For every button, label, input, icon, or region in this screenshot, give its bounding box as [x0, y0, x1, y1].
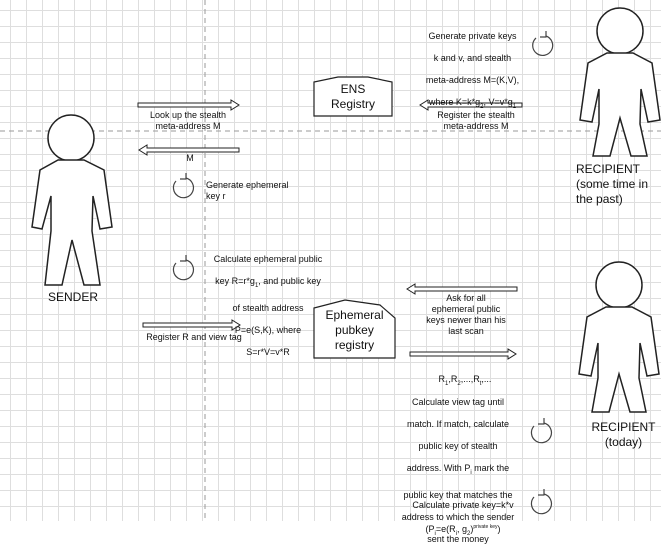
m-arrow-left-icon	[138, 144, 240, 156]
calc-ephemeral-label: Calculate ephemeral public key R=r*g1, a…	[213, 254, 323, 357]
recipient-past-figure-icon	[579, 7, 661, 157]
calc-private-key-label: Calculate private key=k*v (Pi=e(Ri, g2)p…	[412, 500, 514, 537]
cycle-arrow-generate-keys-icon	[532, 31, 554, 57]
lookup-arrow-right-icon	[137, 99, 240, 111]
m-label: M	[186, 153, 194, 163]
generate-keys-label: Generate private keys k and v, and steal…	[425, 31, 520, 110]
r-list-arrow-right-icon	[409, 348, 517, 360]
ask-keys-label: Ask for all ephemeral public keys newer …	[426, 293, 506, 336]
register-meta-arrow-left-icon	[419, 99, 523, 111]
recipient-today-figure-icon	[578, 261, 660, 413]
recipient-past-label: RECIPIENT (some time in the past)	[576, 162, 649, 206]
lookup-label: Look up the stealth meta-address M	[149, 110, 227, 131]
cycle-arrow-calc-ephemeral-icon	[172, 255, 195, 281]
r-list-label: R1,R2,...,Rt,...	[438, 374, 492, 387]
ens-registry-label: ENS Registry	[330, 82, 375, 111]
cycle-arrow-ephemeral-key-icon	[172, 173, 195, 199]
register-meta-label: Register the stealth meta-address M	[437, 110, 515, 131]
cycle-arrow-view-tag-icon	[530, 418, 553, 444]
ephemeral-registry-label: Ephemeral pubkey registry	[325, 308, 384, 352]
cycle-arrow-private-key-icon	[530, 489, 553, 515]
generate-ephemeral-label: Generate ephemeral key r	[206, 180, 289, 201]
diagram-svg	[0, 0, 661, 521]
sender-label: SENDER	[47, 290, 98, 304]
ask-keys-arrow-left-icon	[406, 283, 518, 295]
register-r-arrow-right-icon	[142, 319, 241, 331]
ephemeral-registry-box	[313, 299, 396, 359]
ens-registry-box	[313, 76, 393, 117]
sender-figure-icon	[31, 114, 113, 286]
recipient-today-label: RECIPIENT (today)	[591, 420, 656, 449]
register-r-label: Register R and view tag	[146, 332, 242, 342]
